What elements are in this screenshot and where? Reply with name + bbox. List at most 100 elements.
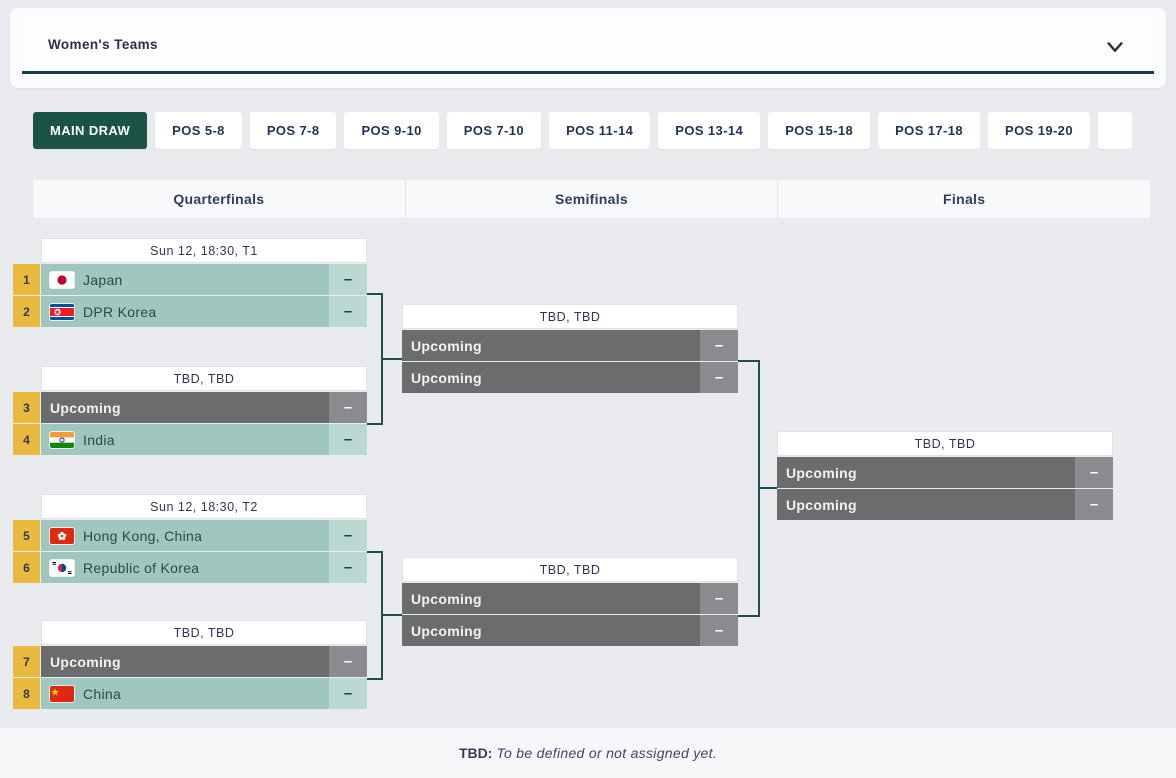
tab-pos-19-20[interactable]: POS 19-20	[988, 112, 1090, 149]
team-cell-upcoming[interactable]: Upcoming	[402, 330, 700, 361]
team-cell-upcoming[interactable]: Upcoming	[402, 583, 700, 614]
match-row: Upcoming –	[777, 457, 1113, 488]
match-row: 3 Upcoming –	[13, 392, 367, 423]
match-final: TBD, TBD Upcoming – Upcoming –	[777, 431, 1113, 520]
tbd-legend: TBD: To be defined or not assigned yet.	[0, 728, 1176, 778]
tab-pos-7-8[interactable]: POS 7-8	[249, 112, 337, 149]
chevron-down-icon	[1104, 36, 1126, 58]
score-cell: –	[329, 424, 367, 455]
team-name: India	[83, 431, 115, 448]
seed-number: 7	[13, 646, 40, 677]
match-schedule: TBD, TBD	[777, 431, 1113, 456]
team-cell-upcoming[interactable]: Upcoming	[41, 646, 329, 677]
score-cell: –	[329, 678, 367, 709]
seed-number: 8	[13, 678, 40, 709]
match-semifinal-2: TBD, TBD Upcoming – Upcoming –	[402, 557, 738, 646]
category-select[interactable]: Women's Teams	[22, 20, 1154, 74]
team-name: Upcoming	[411, 590, 482, 607]
score-cell: –	[1075, 489, 1113, 520]
score-cell: –	[700, 615, 738, 646]
match-row: 2 DPR Korea –	[13, 296, 367, 327]
tab-pos-17-18[interactable]: POS 17-18	[878, 112, 981, 149]
score-cell: –	[329, 552, 367, 583]
seed-number: 5	[13, 520, 40, 551]
match-schedule: TBD, TBD	[41, 366, 367, 391]
tab-main-draw[interactable]: MAIN DRAW	[33, 112, 148, 149]
match-row: Upcoming –	[402, 362, 738, 393]
seed-number: 1	[13, 264, 40, 295]
match-schedule: TBD, TBD	[402, 557, 738, 582]
bracket-connector	[758, 487, 777, 489]
match-schedule: TBD, TBD	[402, 304, 738, 329]
round-header-semifinals: Semifinals	[406, 180, 779, 218]
match-row: Upcoming –	[402, 583, 738, 614]
team-name: Hong Kong, China	[83, 527, 203, 544]
tab-pos-13-14[interactable]: POS 13-14	[658, 112, 761, 149]
match-schedule: Sun 12, 18:30, T2	[41, 494, 367, 519]
tab-pos-11-14[interactable]: POS 11-14	[549, 112, 651, 149]
team-cell-upcoming[interactable]: Upcoming	[41, 392, 329, 423]
tab-pos-15-18[interactable]: POS 15-18	[768, 112, 871, 149]
tab-pos-9-10[interactable]: POS 9-10	[344, 112, 439, 149]
score-cell: –	[329, 520, 367, 551]
team-cell-hong-kong[interactable]: Hong Kong, China	[41, 520, 329, 551]
score-cell: –	[700, 330, 738, 361]
score-cell: –	[700, 362, 738, 393]
seed-number: 6	[13, 552, 40, 583]
team-cell-upcoming[interactable]: Upcoming	[777, 489, 1075, 520]
tab-pos-5-8[interactable]: POS 5-8	[155, 112, 242, 149]
tab-pos-7-10[interactable]: POS 7-10	[446, 112, 542, 149]
team-cell-india[interactable]: India	[41, 424, 329, 455]
match-row: Upcoming –	[402, 615, 738, 646]
team-cell-japan[interactable]: Japan	[41, 264, 329, 295]
bracket-connector	[367, 423, 383, 425]
score-cell: –	[329, 392, 367, 423]
india-flag-icon	[50, 431, 74, 448]
match-schedule: Sun 12, 18:30, T1	[41, 238, 367, 263]
team-name: Upcoming	[786, 464, 857, 481]
match-row: 7 Upcoming –	[13, 646, 367, 677]
match-row: 1 Japan –	[13, 264, 367, 295]
score-cell: –	[329, 264, 367, 295]
team-cell-upcoming[interactable]: Upcoming	[402, 362, 700, 393]
bracket-connector	[738, 615, 760, 617]
match-semifinal-1: TBD, TBD Upcoming – Upcoming –	[402, 304, 738, 393]
match-row: Upcoming –	[402, 330, 738, 361]
match-row: 4 India –	[13, 424, 367, 455]
team-name: Upcoming	[411, 337, 482, 354]
seed-number: 3	[13, 392, 40, 423]
match-row: 5 Hong Kong, China –	[13, 520, 367, 551]
category-select-value: Women's Teams	[48, 37, 158, 52]
match-row: 6 Republic of Korea –	[13, 552, 367, 583]
china-flag-icon	[50, 685, 74, 702]
tbd-note: To be defined or not assigned yet.	[496, 745, 718, 761]
match-quarterfinal-1: Sun 12, 18:30, T1 1 Japan – 2 DPR Korea …	[13, 238, 367, 327]
team-cell-dpr-korea[interactable]: DPR Korea	[41, 296, 329, 327]
bracket-connector	[367, 293, 383, 295]
seed-number: 2	[13, 296, 40, 327]
hong-kong-flag-icon	[50, 527, 74, 544]
seed-number: 4	[13, 424, 40, 455]
team-name: Upcoming	[50, 653, 121, 670]
match-quarterfinal-3: Sun 12, 18:30, T2 5 Hong Kong, China – 6…	[13, 494, 367, 583]
tab-overflow-partial[interactable]	[1097, 112, 1132, 149]
dpr-korea-flag-icon	[50, 303, 74, 320]
category-selector-card: Women's Teams	[10, 8, 1166, 88]
bracket-connector	[738, 360, 760, 362]
team-cell-republic-of-korea[interactable]: Republic of Korea	[41, 552, 329, 583]
round-header-quarterfinals: Quarterfinals	[33, 180, 406, 218]
score-cell: –	[329, 646, 367, 677]
team-name: Upcoming	[411, 369, 482, 386]
team-cell-upcoming[interactable]: Upcoming	[777, 457, 1075, 488]
team-cell-china[interactable]: China	[41, 678, 329, 709]
match-row: 8 China –	[13, 678, 367, 709]
match-schedule: TBD, TBD	[41, 620, 367, 645]
bracket-connector	[367, 551, 383, 553]
team-name: Japan	[83, 271, 123, 288]
score-cell: –	[329, 296, 367, 327]
match-row: Upcoming –	[777, 489, 1113, 520]
team-cell-upcoming[interactable]: Upcoming	[402, 615, 700, 646]
team-name: Upcoming	[50, 399, 121, 416]
score-cell: –	[1075, 457, 1113, 488]
